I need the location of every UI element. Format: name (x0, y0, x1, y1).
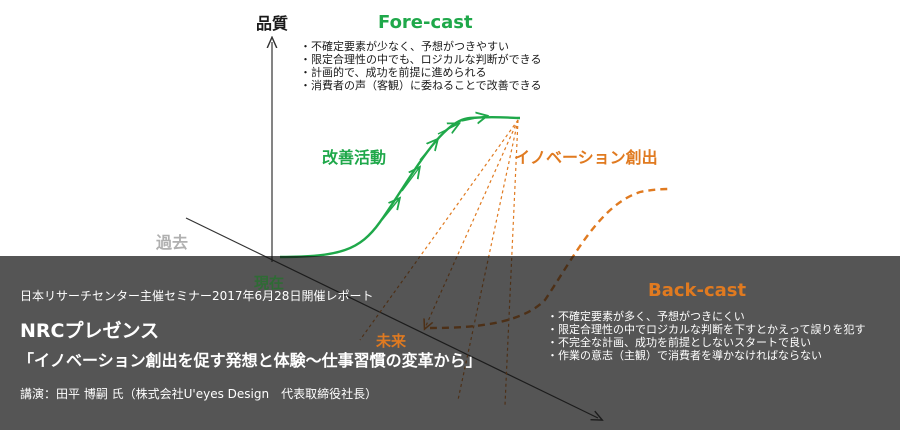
forecast-bullet: 消費者の声（客観）に委ねることで改善できる (300, 79, 541, 92)
page-title: NRCプレゼンス (20, 320, 160, 342)
improvement-arrow (419, 140, 437, 161)
backcast-bullet: 不完全な計画、成功を前提としないスタートで良い (547, 336, 865, 349)
backcast-title: Back-cast (648, 280, 747, 301)
forecast-curve (279, 115, 521, 259)
past-label: 過去 (156, 233, 189, 252)
forecast-title: Fore-cast (378, 12, 473, 33)
innovation-line (425, 119, 519, 328)
improvement-label: 改善活動 (322, 148, 387, 167)
seminar-subtitle: 日本リサーチセンター主催セミナー2017年6月28日開催レポート (20, 289, 374, 303)
improvement-arrow (381, 199, 399, 221)
innovation-label: イノベーション創出 (514, 148, 658, 167)
improvement-arrow (461, 116, 486, 121)
backcast-bullet: 作業の意志（主観）で消費者を導かなければならない (547, 349, 865, 362)
present-label: 現在 (254, 274, 285, 292)
backcast-bullet: 不確定要素が多く、予想がつきにくい (547, 310, 865, 323)
quality-axis-label: 品質 (256, 14, 289, 33)
forecast-bullet: 不確定要素が少なく、予想がつきやすい (300, 40, 541, 53)
forecast-bullet: 限定合理性の中でも、ロジカルな判断ができる (300, 53, 541, 66)
backcast-bullet: 限定合理性の中でロジカルな判断を下すとかえって誤りを犯す (547, 323, 865, 336)
future-label: 未来 (376, 332, 407, 350)
forecast-bullets: 不確定要素が少なく、予想がつきやすい 限定合理性の中でも、ロジカルな判断ができる… (300, 40, 541, 92)
backcast-bullets: 不確定要素が多く、予想がつきにくい 限定合理性の中でロジカルな判断を下すとかえっ… (547, 310, 865, 362)
backcast-curve (429, 187, 671, 330)
speaker-line: 講演：田平 博嗣 氏（株式会社U'eyes Design 代表取締役社長） (20, 387, 378, 401)
lecture-theme: 「イノベーション創出を促す発想と体験～仕事習慣の変革から」 (18, 351, 482, 370)
report-banner: 現在 Back-cast 未来 不確定要素が多く、予想がつきにくい 限定合理性の… (0, 256, 900, 430)
improvement-arrow (401, 168, 419, 192)
improvement-arrow (437, 124, 458, 135)
forecast-bullet: 計画的で、成功を前提に進められる (300, 66, 541, 79)
